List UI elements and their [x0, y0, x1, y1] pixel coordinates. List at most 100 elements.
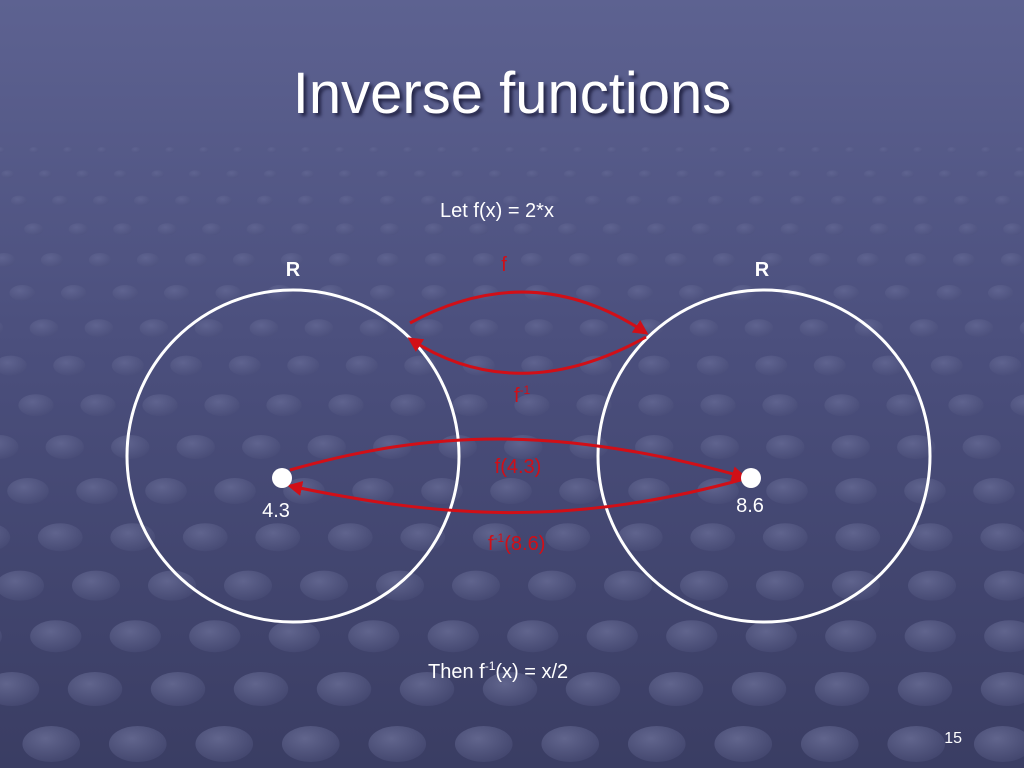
background-dot — [539, 147, 549, 153]
background-dot — [233, 672, 289, 706]
background-dot — [195, 726, 254, 762]
background-dot — [602, 223, 622, 236]
background-dot — [936, 285, 963, 301]
background-dot — [641, 147, 651, 153]
background-dot — [113, 170, 127, 179]
background-dot — [67, 672, 123, 706]
background-dot — [148, 570, 196, 601]
background-dot — [368, 726, 427, 762]
background-dot — [93, 195, 109, 206]
background-dot — [908, 570, 956, 601]
background-dot — [826, 170, 840, 179]
background-dot — [675, 147, 685, 153]
background-dot — [189, 620, 241, 653]
background-dot — [268, 620, 320, 653]
background-dot — [714, 726, 773, 762]
background-dot — [503, 195, 519, 206]
background-dot — [257, 195, 273, 206]
background-dot — [399, 672, 455, 706]
background-dot — [338, 170, 352, 179]
background-dot — [568, 253, 592, 267]
domain-label: R — [286, 259, 301, 281]
background-dot — [335, 147, 345, 153]
background-dot — [451, 170, 465, 179]
background-dot — [359, 319, 389, 338]
background-dot — [0, 570, 44, 601]
background-dot — [709, 147, 719, 153]
point-b-marker — [741, 468, 761, 488]
background-dot — [907, 523, 953, 552]
background-dot — [53, 355, 86, 376]
background-dot — [627, 285, 654, 301]
background-dot — [563, 170, 577, 179]
background-dot — [108, 726, 167, 762]
background-dot — [788, 170, 802, 179]
background-dot — [482, 672, 538, 706]
function-definition: Let f(x) = 2*x — [440, 200, 554, 222]
slide-title: Inverse functions — [292, 61, 732, 126]
inverse-arrow — [407, 335, 647, 375]
background-dot — [202, 223, 222, 236]
background-dot — [163, 285, 190, 301]
background-dot — [0, 253, 16, 267]
background-dot — [760, 253, 784, 267]
background-dot — [316, 672, 372, 706]
background-dot — [113, 223, 133, 236]
background-dot — [151, 170, 165, 179]
background-dot — [680, 570, 728, 601]
background-dot — [45, 435, 84, 459]
background-dot — [938, 170, 952, 179]
point-a-label: 4.3 — [262, 500, 290, 522]
background-dot — [913, 147, 923, 153]
background-dot — [1000, 253, 1024, 267]
background-dot — [469, 223, 489, 236]
background-dot — [762, 394, 798, 417]
background-dot — [713, 170, 727, 179]
background-dot — [835, 478, 877, 504]
background-dot — [947, 147, 957, 153]
background-dot — [958, 223, 978, 236]
background-dot — [60, 285, 87, 301]
background-dot — [150, 672, 206, 706]
background-dot — [879, 147, 889, 153]
background-dot — [369, 285, 396, 301]
background-dot — [165, 147, 175, 153]
background-dot — [813, 355, 846, 376]
background-dot — [224, 570, 272, 601]
background-dot — [469, 319, 499, 338]
background-dot — [973, 478, 1015, 504]
background-dot — [691, 223, 711, 236]
forward-point-arrow — [289, 437, 747, 481]
background-dot — [287, 355, 320, 376]
background-dot — [833, 285, 860, 301]
background-dot — [845, 147, 855, 153]
background-dot — [328, 394, 364, 417]
background-dot — [989, 355, 1022, 376]
inverse-label: f-1 — [514, 383, 531, 407]
background-dot — [339, 195, 355, 206]
background-dot — [913, 195, 929, 206]
background-dot — [601, 170, 615, 179]
background-dot — [627, 726, 686, 762]
background-dot — [984, 570, 1024, 601]
background-dot — [255, 523, 301, 552]
background-dot — [29, 147, 39, 153]
background-dot — [437, 147, 447, 153]
background-dot — [981, 147, 991, 153]
background-dot — [188, 170, 202, 179]
background-dot — [995, 195, 1011, 206]
background-dot — [348, 620, 400, 653]
background-dot — [0, 147, 5, 153]
background-dot — [696, 355, 729, 376]
background-dot — [901, 170, 915, 179]
background-dot — [380, 223, 400, 236]
background-dot — [131, 147, 141, 153]
background-dot — [617, 523, 663, 552]
background-dot — [263, 170, 277, 179]
background-dot — [424, 253, 448, 267]
background-dot — [184, 253, 208, 267]
background-dot — [897, 672, 953, 706]
background-dot — [514, 394, 550, 417]
background-dot — [176, 435, 215, 459]
background-dot — [528, 570, 576, 601]
